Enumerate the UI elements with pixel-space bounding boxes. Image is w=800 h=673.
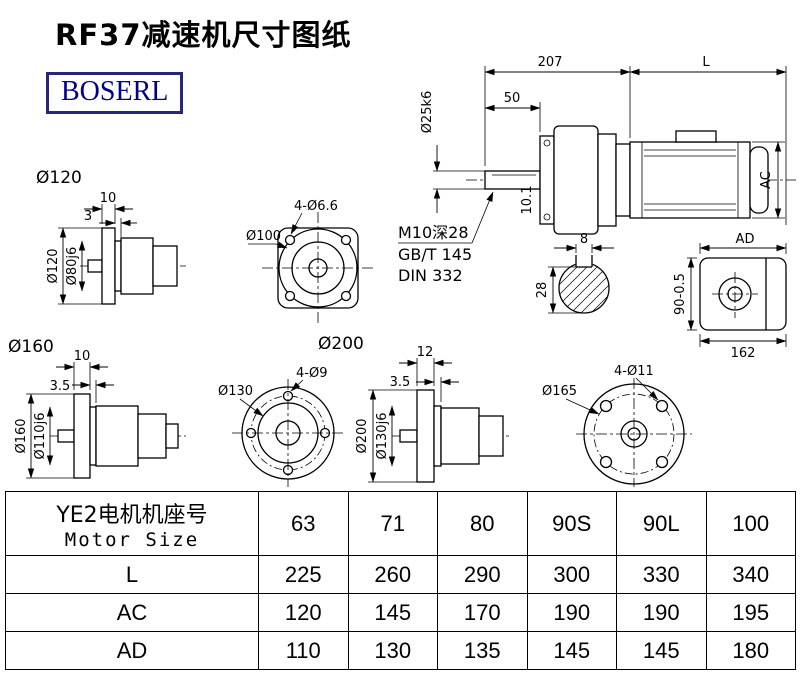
dim-flange100-d100: Ø100 — [246, 229, 281, 244]
dim-flange160-d110: Ø110j6 — [33, 413, 48, 460]
dim-207: 207 — [538, 55, 563, 70]
gearbox-rear-view: AD 90-0.5 162 — [673, 232, 787, 361]
dim-flange200-12: 12 — [417, 345, 434, 360]
dim-50: 50 — [504, 91, 521, 106]
flange-200-label: Ø200 — [318, 334, 364, 354]
size-col-header: 71 — [347, 491, 438, 556]
value-cell: 110 — [258, 631, 349, 670]
row-label-AD: AD — [5, 631, 259, 670]
value-cell: 330 — [616, 555, 707, 594]
flange-160-view: Ø160 10 3.5 Ø160 Ø110j — [8, 337, 186, 479]
table-header-motor-size: YE2电机机座号 Motor Size — [5, 491, 259, 556]
dim-flange200-35: 3.5 — [390, 375, 411, 390]
row-label-L: L — [5, 555, 259, 594]
dim-flange160-10: 10 — [74, 349, 91, 364]
dim-162: 162 — [731, 346, 756, 361]
dim-flange160-35: 3.5 — [50, 379, 71, 394]
motor-size-header-cn: YE2电机机座号 — [56, 502, 208, 528]
value-cell: 290 — [437, 555, 528, 594]
table-row-AC: AC 120 145 170 190 190 195 — [5, 593, 796, 632]
dim-key-width: 8 — [580, 232, 588, 247]
flange-165-view: 4-Ø11 Ø165 — [542, 364, 692, 487]
note-gbt: GB/T 145 — [398, 245, 472, 264]
dim-flange200-d130j6: Ø130j6 — [375, 413, 390, 460]
flange-120-label: Ø120 — [36, 168, 82, 188]
dim-flange200-d130: Ø130 — [218, 384, 253, 399]
value-cell: 340 — [705, 555, 796, 594]
value-cell: 120 — [258, 593, 349, 632]
value-cell: 225 — [258, 555, 349, 594]
size-col-header: 100 — [705, 491, 796, 556]
dim-ac: AC — [759, 171, 774, 189]
value-cell: 135 — [437, 631, 528, 670]
value-cell: 195 — [705, 593, 796, 632]
dim-key: 10.1 — [520, 186, 535, 215]
main-assembly-view: 207 L 50 Ø25k6 AC 10.1 M10深28 GB/T 145 D… — [398, 55, 796, 285]
dim-shaft-diameter: Ø25k6 — [420, 91, 435, 134]
flange-200-front-view: Ø200 4-Ø9 Ø130 — [218, 334, 364, 487]
dim-flange200-d200: Ø200 — [355, 418, 370, 453]
dim-flange160-d160: Ø160 — [14, 418, 29, 453]
boserl-logo: BOSERL — [46, 72, 184, 114]
value-cell: 170 — [437, 593, 528, 632]
dim-flange120-d120: Ø120 — [46, 248, 61, 283]
dim-flange165-d165: Ø165 — [542, 384, 577, 399]
table-row-AD: AD 110 130 135 145 145 180 — [5, 631, 796, 670]
dim-flange165-holes: 4-Ø11 — [614, 364, 654, 379]
table-row-L: L 225 260 290 300 330 340 — [5, 555, 796, 594]
flange-120-view: Ø120 10 3 Ø120 Ø80j6 — [36, 168, 186, 305]
note-tap-hole: M10深28 — [398, 223, 469, 242]
dim-l: L — [702, 55, 710, 70]
value-cell: 190 — [526, 593, 617, 632]
value-cell: 145 — [347, 593, 438, 632]
value-cell: 145 — [526, 631, 617, 670]
motor-size-header-en: Motor Size — [64, 528, 200, 551]
size-col-header: 90L — [616, 491, 707, 556]
dim-shaft-height: 28 — [535, 282, 550, 299]
value-cell: 130 — [347, 631, 438, 670]
technical-drawings: 207 L 50 Ø25k6 AC 10.1 M10深28 GB/T 145 D… — [8, 55, 796, 487]
flange-100-view: 4-Ø6.6 Ø100 — [246, 199, 374, 324]
dim-90: 90-0.5 — [673, 273, 688, 315]
note-din: DIN 332 — [398, 266, 463, 285]
value-cell: 300 — [526, 555, 617, 594]
value-cell: 180 — [705, 631, 796, 670]
dim-flange120-3: 3 — [84, 209, 92, 224]
dim-flange120-10: 10 — [100, 191, 117, 206]
flange-160-label: Ø160 — [8, 337, 54, 357]
value-cell: 260 — [347, 555, 438, 594]
size-col-header: 63 — [258, 491, 349, 556]
dim-ad: AD — [736, 232, 755, 247]
page-title: RF37减速机尺寸图纸 — [55, 18, 352, 52]
size-col-header: 90S — [526, 491, 617, 556]
flange-200-side-view: 12 3.5 Ø200 Ø130j6 — [355, 345, 510, 483]
value-cell: 190 — [616, 593, 707, 632]
dim-flange100-holes: 4-Ø6.6 — [294, 199, 338, 214]
dim-flange120-d80: Ø80j6 — [65, 247, 80, 286]
dim-flange200-holes: 4-Ø9 — [296, 366, 327, 381]
size-col-header: 80 — [437, 491, 528, 556]
motor-dimension-table: YE2电机机座号 Motor Size 63 71 80 90S 90L 100… — [5, 491, 796, 670]
value-cell: 145 — [616, 631, 707, 670]
row-label-AC: AC — [5, 593, 259, 632]
shaft-cross-section: 8 28 — [535, 232, 614, 314]
